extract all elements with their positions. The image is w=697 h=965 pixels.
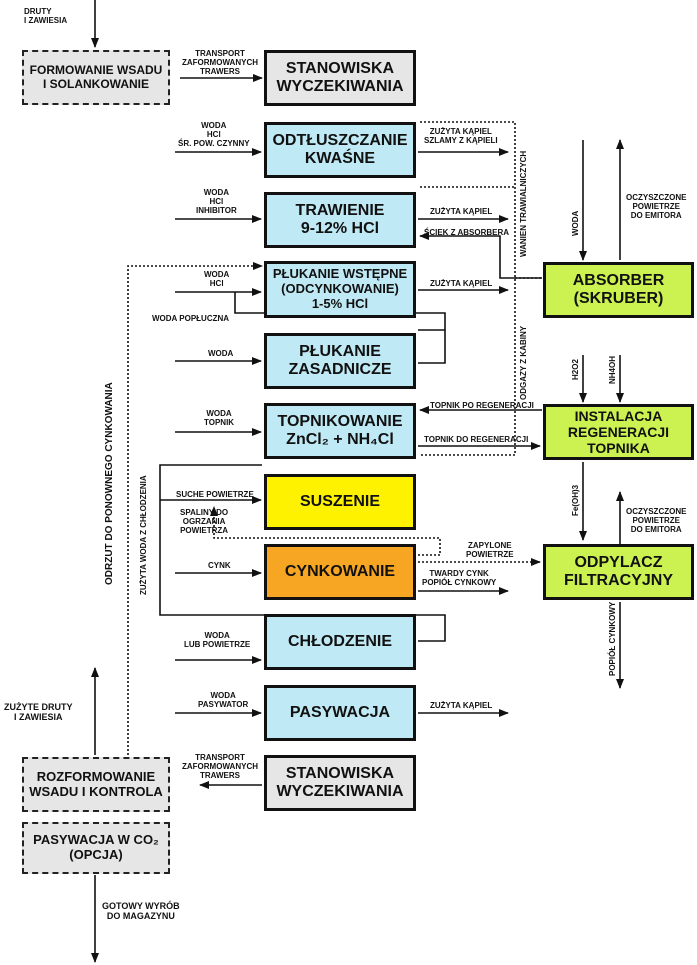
label-top-inputs: WODA TOPNIK — [204, 409, 235, 427]
box-chlodzenie: CHŁODZENIE — [264, 614, 416, 670]
label-suche: SUCHE POWIETRZE — [176, 490, 254, 499]
label-nh4oh: NH4OH — [608, 355, 617, 384]
label-transport-top: TRANSPORT ZAFORMOWANYCH TRAWERS — [182, 49, 258, 76]
box-plukanie-wstepne: PŁUKANIE WSTĘPNE (ODCYNKOWANIE) 1-5% HCl — [264, 261, 416, 318]
label-h2o2: H2O2 — [571, 359, 580, 380]
box-absorber: ABSORBER (SKRUBER) — [543, 262, 694, 318]
box-odpylacz: ODPYLACZ FILTRACYJNY — [543, 544, 694, 600]
box-pasywacja-co2: PASYWACJA W CO₂ (OPCJA) — [22, 822, 170, 874]
label-pas-out: ZUŻYTA KĄPIEL — [430, 701, 493, 710]
label-oczyszczone-2: OCZYSZCZONE POWIETRZE DO EMITORA — [626, 507, 687, 534]
box-plukanie-zasadnicze: PŁUKANIE ZASADNICZE — [264, 333, 416, 389]
box-suszenie: SUSZENIE — [264, 474, 416, 530]
label-topnik-po: TOPNIK PO REGENERACJI — [430, 401, 534, 410]
label-cynk: CYNK — [208, 561, 231, 570]
box-instalacja: INSTALACJA REGENERACJI TOPNIKA — [543, 404, 694, 460]
label-zuzyte-druty: ZUŻYTE DRUTY I ZAWIESIA — [4, 702, 73, 722]
label-topnik-do: TOPNIK DO REGENERACJI — [424, 435, 529, 444]
box-formowanie: FORMOWANIE WSADU I SOLANKOWANIE — [22, 50, 170, 105]
box-trawienie: TRAWIENIE 9-12% HCl — [264, 192, 416, 248]
label-traw-inputs: WODA HCl INHIBITOR — [196, 188, 237, 215]
label-traw-out: ZUŻYTA KĄPIEL — [430, 207, 493, 216]
box-stanowiska-top: STANOWISKA WYCZEKIWANIA — [264, 50, 416, 106]
label-wanien: WANIEN TRAWIALNICZYCH — [519, 150, 528, 257]
label-popiol: POPIÓŁ CYNKOWY — [608, 601, 617, 676]
label-feoh3: Fe(OH)3 — [571, 484, 580, 516]
label-odt-inputs: WODA HCl ŚR. POW. CZYNNY — [178, 121, 250, 148]
box-topnikowanie: TOPNIKOWANIE ZnCl₂ + NH₄Cl — [264, 403, 416, 459]
box-rozformowanie: ROZFORMOWANIE WSADU I KONTROLA — [22, 757, 170, 812]
label-woda-popluczna: WODA POPŁUCZNA — [152, 314, 230, 323]
label-plz-input: WODA — [208, 349, 234, 358]
box-pasywacja: PASYWACJA — [264, 685, 416, 741]
label-odrzut: ODRZUT DO PONOWNEGO CYNKOWANIA — [104, 382, 115, 585]
label-zapylone: ZAPYLONE POWIETRZE — [466, 541, 514, 559]
label-zuzyta-woda: ZUŻYTA WODA Z CHŁODZENIA — [139, 475, 148, 595]
box-cynkowanie: CYNKOWANIE — [264, 544, 416, 600]
label-spaliny: SPALINY DO OGRZANIA POWIETRZA — [180, 508, 229, 535]
label-twardy: TWARDY CYNK POPIÓŁ CYNKOWY — [422, 569, 497, 587]
label-woda-abs: WODA — [571, 210, 580, 236]
label-gotowy: GOTOWY WYRÓB DO MAGAZYNU — [102, 901, 180, 921]
label-pas-inputs: WODA PASYWATOR — [198, 691, 249, 709]
label-odt-out: ZUŻYTA KĄPIEL SZLAMY Z KĄPIELI — [424, 127, 498, 145]
label-oczyszczone-1: OCZYSZCZONE POWIETRZE DO EMITORA — [626, 193, 687, 220]
box-stanowiska-bottom: STANOWISKA WYCZEKIWANIA — [264, 755, 416, 811]
label-plw-inputs: WODA HCl — [204, 270, 230, 288]
box-odtluszczanie: ODTŁUSZCZANIE KWAŚNE — [264, 122, 416, 178]
label-odgazy: ODGAZY Z KABINY — [519, 325, 528, 400]
label-sciek: ŚCIEK Z ABSORBERA — [424, 228, 510, 237]
label-chl-inputs: WODA LUB POWIETRZE — [184, 631, 251, 649]
label-plw-out: ZUŻYTA KĄPIEL — [430, 279, 493, 288]
label-transport-bottom: TRANSPORT ZAFORMOWANYCH TRAWERS — [182, 753, 258, 780]
label-druty-in: DRUTY I ZAWIESIA — [24, 7, 68, 25]
